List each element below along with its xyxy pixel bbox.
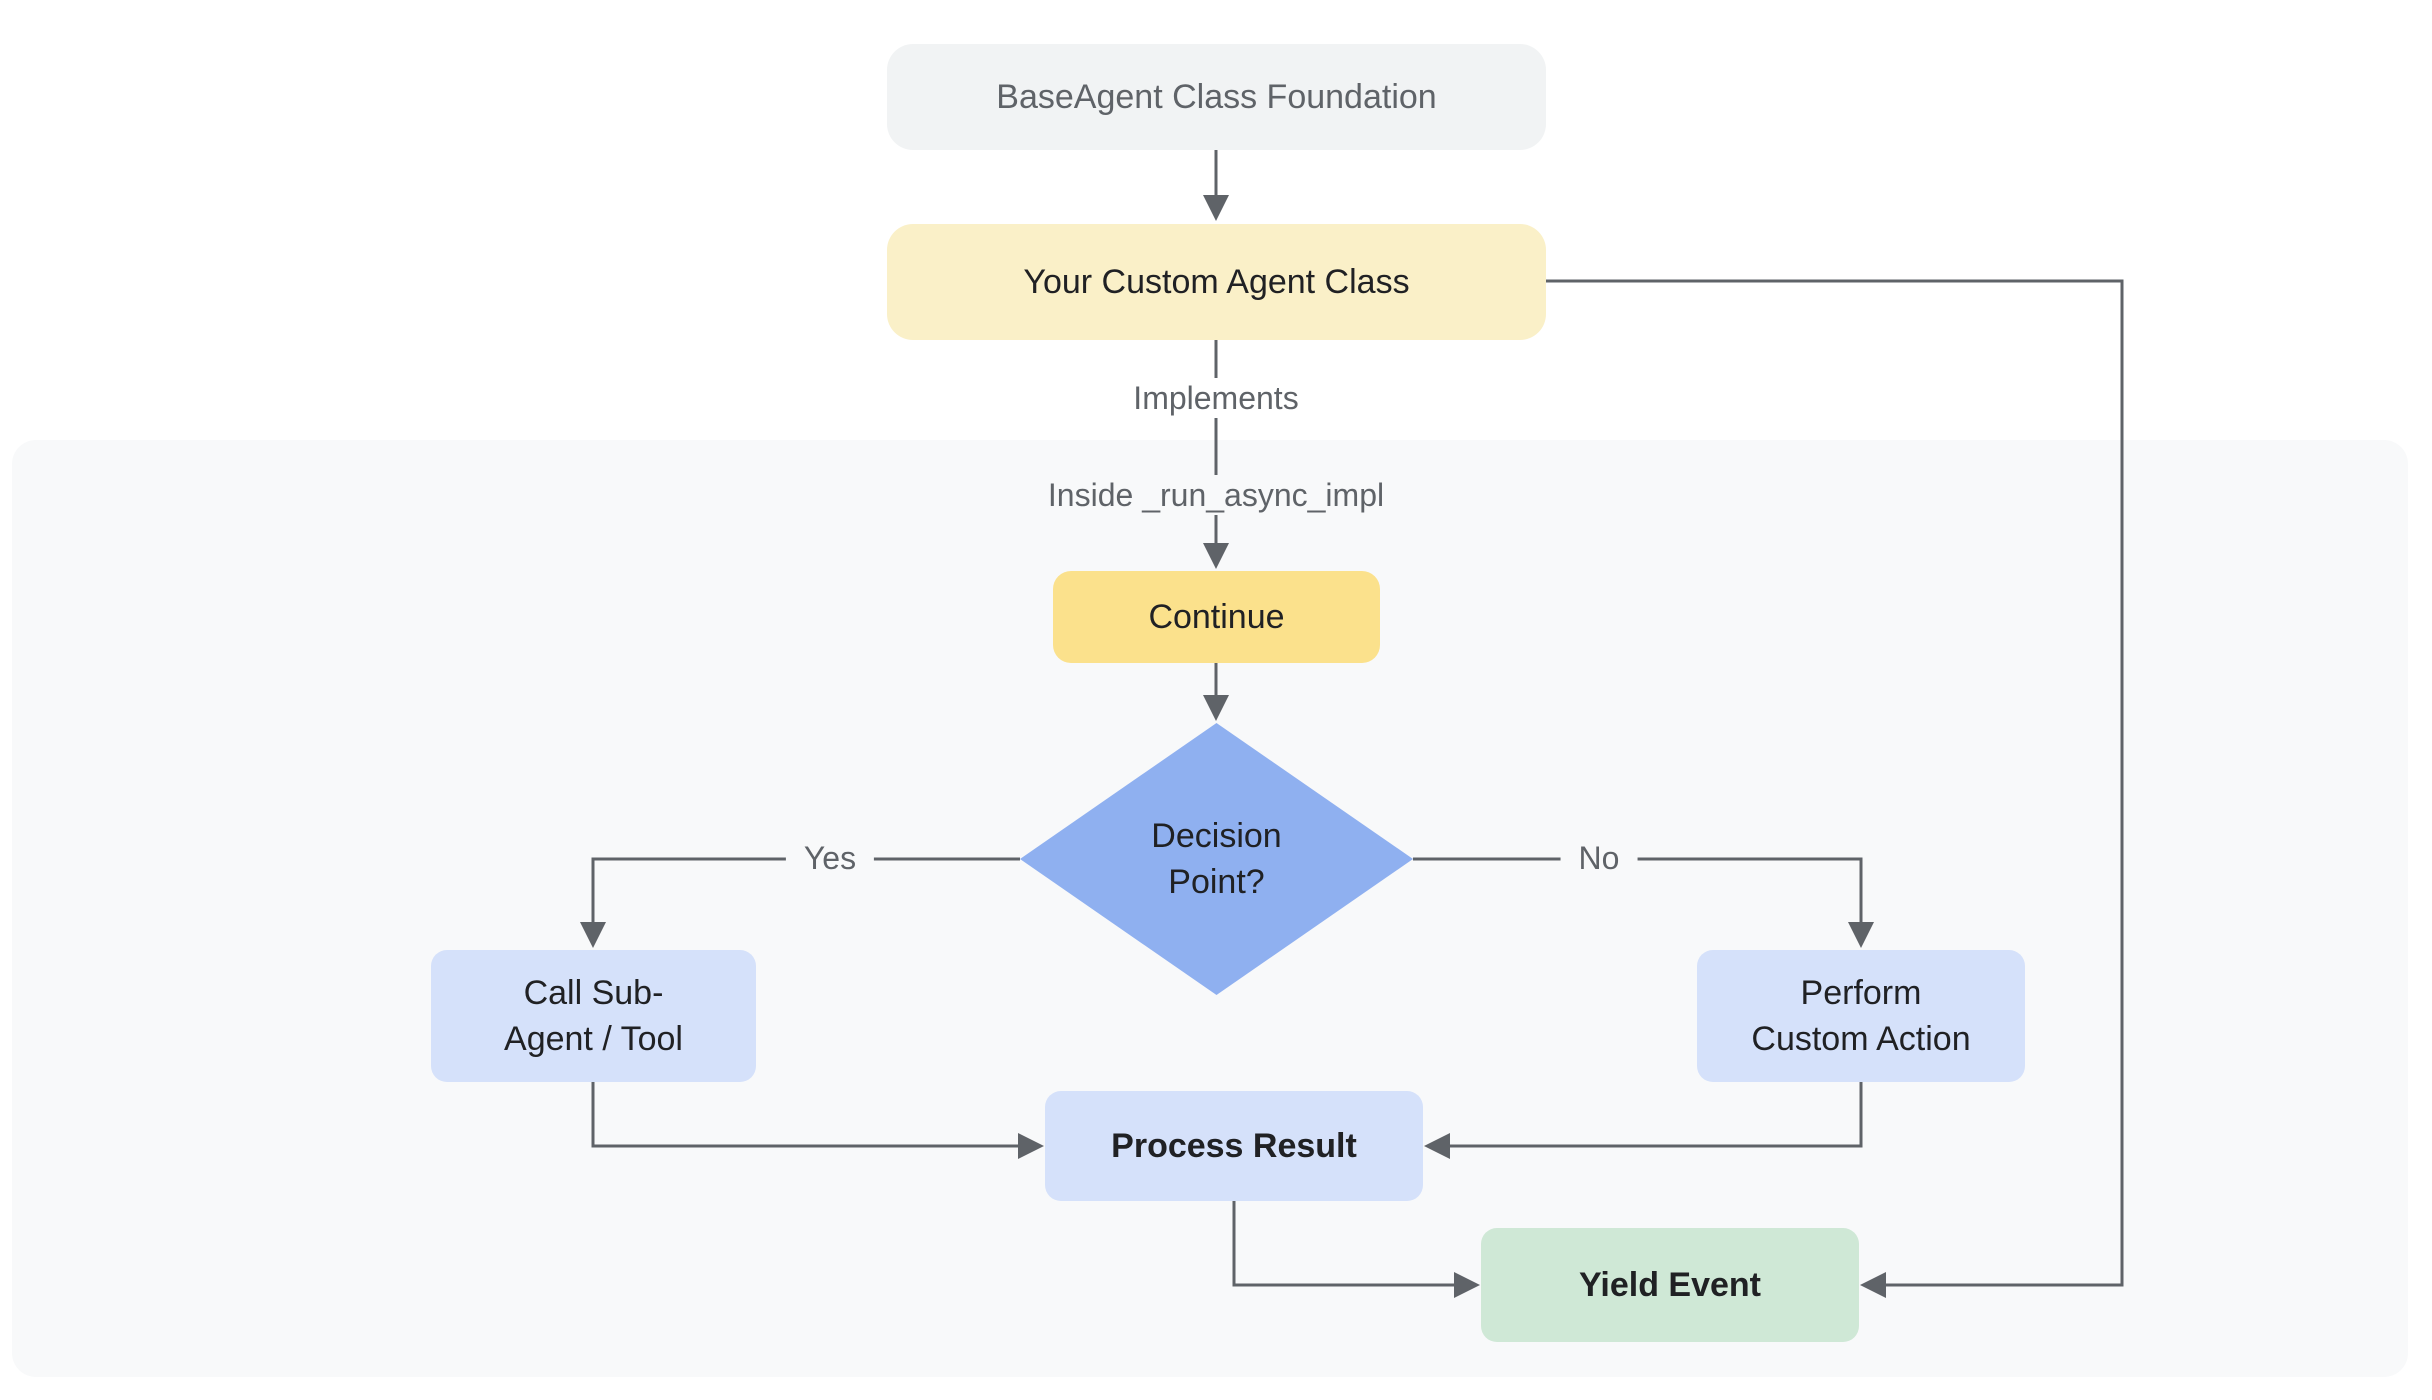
node-continue-label: Continue	[1148, 598, 1285, 636]
edge-decision-yes	[580, 857, 1020, 948]
edge-custom-to-yield	[1546, 279, 2124, 1298]
node-call-sub-agent: Call Sub- Agent / Tool	[431, 950, 756, 1082]
node-perform-custom-action-label: Perform Custom Action	[1751, 974, 1971, 1058]
edge-label-inside-run-async-impl: Inside _run_async_impl	[1029, 475, 1403, 515]
edge-continue-to-decision	[1203, 663, 1229, 721]
node-call-sub-agent-label: Call Sub- Agent / Tool	[504, 974, 683, 1058]
edge-decision-no	[1413, 857, 1874, 948]
edge-custom-to-continue	[1203, 340, 1229, 569]
edge-callsub-to-process	[591, 1082, 1044, 1159]
node-decision-point-label: Decision Point?	[1151, 817, 1282, 901]
arrowhead-left-icon	[1424, 1133, 1450, 1159]
node-custom-agent: Your Custom Agent Class	[887, 224, 1546, 340]
edge-perform-to-process	[1424, 1082, 1863, 1159]
node-custom-agent-label: Your Custom Agent Class	[1023, 263, 1410, 301]
arrowhead-down-icon	[1203, 695, 1229, 721]
node-process-result-label: Process Result	[1111, 1127, 1357, 1165]
edge-base-to-custom	[1203, 149, 1229, 221]
node-base-agent-label: BaseAgent Class Foundation	[996, 78, 1437, 116]
edge-process-to-yield	[1232, 1201, 1480, 1298]
arrowhead-down-icon	[1848, 922, 1874, 948]
node-base-agent: BaseAgent Class Foundation	[887, 44, 1546, 150]
edge-label-no: No	[1560, 838, 1638, 878]
arrowhead-right-icon	[1454, 1272, 1480, 1298]
arrowhead-down-icon	[1203, 195, 1229, 221]
arrowhead-left-icon	[1860, 1272, 1886, 1298]
edge-label-yes: Yes	[785, 838, 875, 878]
node-yield-event-label: Yield Event	[1578, 1266, 1762, 1304]
node-continue: Continue	[1053, 571, 1380, 663]
arrowhead-down-icon	[1203, 543, 1229, 569]
node-process-result: Process Result	[1045, 1091, 1423, 1201]
node-perform-custom-action: Perform Custom Action	[1697, 950, 2025, 1082]
node-yield-event: Yield Event	[1481, 1228, 1859, 1342]
edge-label-implements: Implements	[1115, 378, 1317, 418]
arrowhead-down-icon	[580, 922, 606, 948]
arrowhead-right-icon	[1018, 1133, 1044, 1159]
